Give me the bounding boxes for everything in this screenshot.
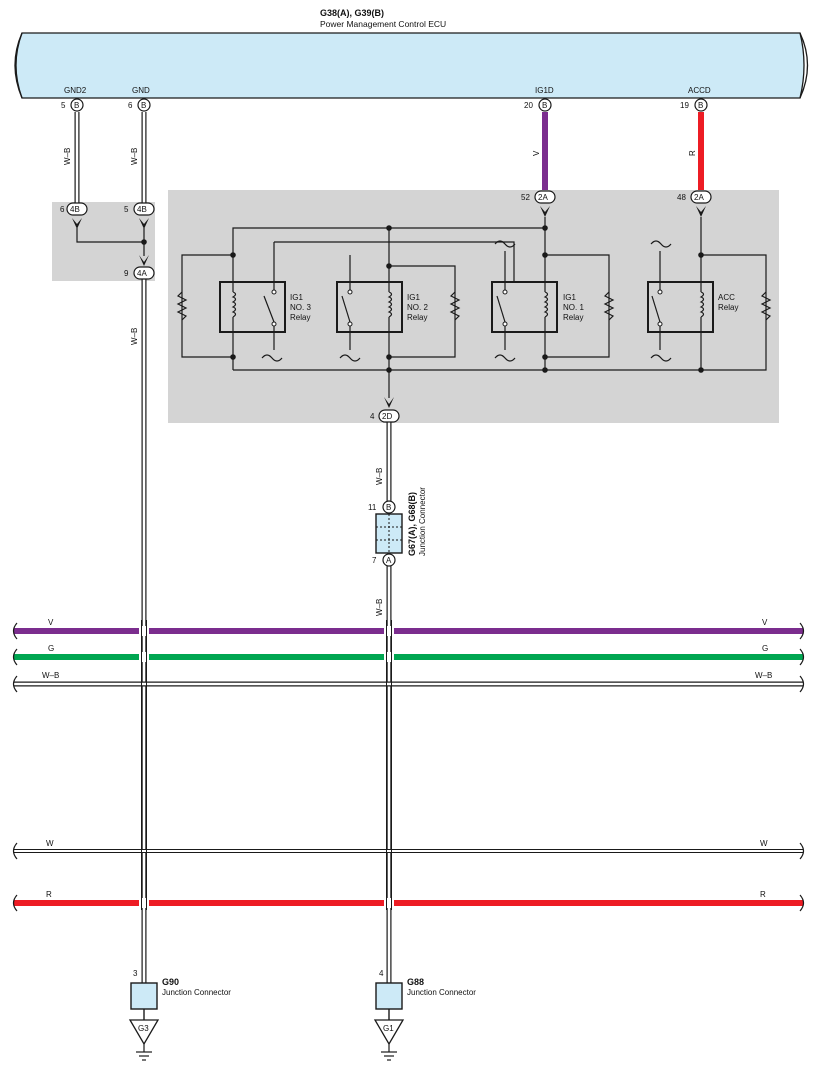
svg-text:R: R [760, 890, 766, 899]
svg-text:Relay: Relay [718, 303, 738, 312]
g88-title: G88 [407, 977, 424, 987]
svg-text:4B: 4B [70, 205, 80, 214]
svg-text:3: 3 [133, 969, 138, 978]
svg-text:4A: 4A [137, 269, 147, 278]
svg-text:NO. 2: NO. 2 [407, 303, 428, 312]
svg-text:20: 20 [524, 101, 533, 110]
relay-block-pin-ig: 52 2A [521, 190, 556, 217]
wire-label-gnd: W–B [130, 148, 139, 165]
g90-title: G90 [162, 977, 179, 987]
svg-text:V: V [762, 618, 768, 627]
svg-text:2A: 2A [538, 193, 548, 202]
bus-g: G G [12, 644, 805, 666]
svg-text:NO. 3: NO. 3 [290, 303, 311, 312]
bus-r: R R [12, 890, 805, 912]
svg-text:W: W [46, 839, 54, 848]
g67-subtitle: Junction Connector [418, 487, 427, 556]
svg-text:ACC: ACC [718, 293, 735, 302]
pin-gnd: 6 B [128, 98, 151, 112]
wire-label-relay-out-lower: W–B [375, 599, 384, 616]
svg-text:5: 5 [124, 205, 129, 214]
svg-text:Relay: Relay [407, 313, 427, 322]
svg-text:G: G [48, 644, 54, 653]
svg-text:19: 19 [680, 101, 689, 110]
svg-text:V: V [48, 618, 54, 627]
svg-text:6: 6 [60, 205, 65, 214]
svg-text:R: R [46, 890, 52, 899]
pin-accd: 19 B [680, 98, 708, 112]
relay-block-wiring [176, 217, 772, 408]
svg-text:5: 5 [61, 101, 66, 110]
svg-text:52: 52 [521, 193, 530, 202]
svg-text:Relay: Relay [563, 313, 583, 322]
svg-text:IG1: IG1 [563, 293, 576, 302]
g88-junction-connector: 4 G88 Junction Connector G1 [373, 969, 476, 1061]
svg-text:A: A [386, 556, 392, 565]
svg-text:B: B [542, 101, 547, 110]
svg-text:4B: 4B [137, 205, 147, 214]
g90-junction-connector: 3 G90 Junction Connector G3 [128, 969, 231, 1061]
svg-text:48: 48 [677, 193, 686, 202]
wire-label-ig1d: V [532, 150, 541, 156]
bus-w-b: W–B W–B [12, 671, 805, 693]
svg-text:B: B [74, 101, 79, 110]
g67-title: G67(A), G68(B) [407, 492, 417, 556]
svg-text:IG1: IG1 [407, 293, 420, 302]
wire-crossings [139, 620, 394, 910]
svg-text:IG1: IG1 [290, 293, 303, 302]
svg-text:11: 11 [368, 503, 377, 512]
svg-text:6: 6 [128, 101, 133, 110]
ecu-title: G38(A), G39(B) [320, 8, 384, 18]
bus-v: V V [12, 618, 805, 640]
pin-ig1d-name: IG1D [535, 86, 554, 95]
svg-text:W–B: W–B [42, 671, 59, 680]
svg-text:B: B [698, 101, 703, 110]
relay-acc: ACC Relay [647, 281, 738, 333]
relay-block-pin-out: 4 2D [370, 409, 400, 423]
svg-text:9: 9 [124, 269, 129, 278]
pin-gnd2: 5 B [61, 98, 84, 112]
relay-ig1-no3: IG1 NO. 3 Relay [219, 281, 311, 333]
svg-text:B: B [386, 503, 391, 512]
g67-junction-connector: 11 B 7 A G67(A), G68(B) Junction Connect… [368, 487, 427, 567]
svg-text:4: 4 [379, 969, 384, 978]
relay-block-pin-acc: 48 2A [677, 190, 712, 217]
svg-text:4: 4 [370, 412, 375, 421]
wire-label-gnd-lower: W–B [130, 328, 139, 345]
svg-text:2D: 2D [382, 412, 392, 421]
relay-ig1-no1: IG1 NO. 1 Relay [491, 281, 584, 333]
svg-text:2A: 2A [694, 193, 704, 202]
ground-g1-label: G1 [383, 1024, 394, 1033]
junction-small-pin-out: 9 4A [124, 266, 155, 280]
junction-small-wiring [76, 228, 149, 266]
pin-accd-name: ACCD [688, 86, 711, 95]
ground-g3-label: G3 [138, 1024, 149, 1033]
g90-subtitle: Junction Connector [162, 988, 231, 997]
svg-text:B: B [141, 101, 146, 110]
bus-w: W W [12, 839, 805, 860]
wire-label-relay-out: W–B [375, 468, 384, 485]
pin-gnd2-name: GND2 [64, 86, 87, 95]
wire-label-gnd2: W–B [63, 148, 72, 165]
pin-gnd-name: GND [132, 86, 150, 95]
ecu-subtitle: Power Management Control ECU [320, 19, 446, 29]
svg-text:NO. 1: NO. 1 [563, 303, 584, 312]
svg-text:W: W [760, 839, 768, 848]
junction-small-pin-a: 6 4B [60, 202, 88, 229]
svg-text:Relay: Relay [290, 313, 310, 322]
svg-text:7: 7 [372, 556, 377, 565]
pin-ig1d: 20 B [524, 98, 552, 112]
svg-text:G: G [762, 644, 768, 653]
junction-small-pin-b: 5 4B [124, 202, 155, 229]
g88-subtitle: Junction Connector [407, 988, 476, 997]
svg-text:W–B: W–B [755, 671, 772, 680]
wire-label-accd: R [688, 150, 697, 156]
relay-ig1-no2: IG1 NO. 2 Relay [336, 281, 428, 333]
